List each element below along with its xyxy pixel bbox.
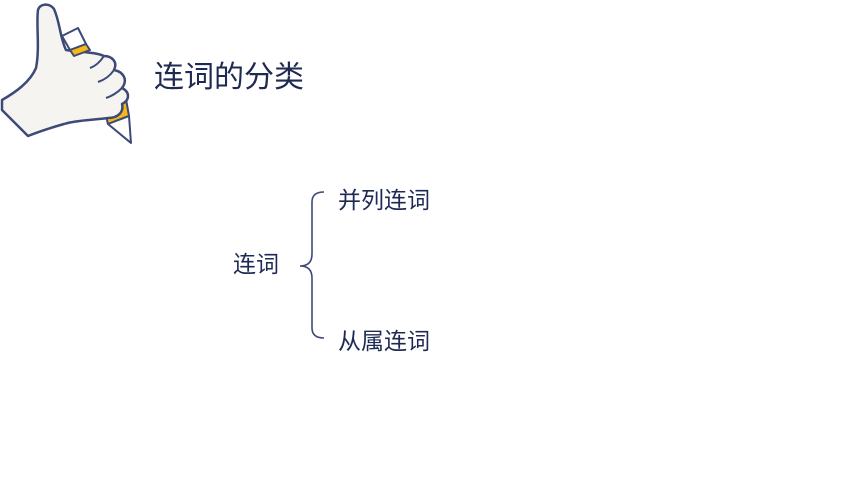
tree-root-label: 连词 bbox=[233, 252, 279, 278]
hand-holding-pencil-icon bbox=[0, 3, 132, 144]
tree-branch-coordinating: 并列连词 bbox=[338, 188, 430, 214]
page-title: 连词的分类 bbox=[154, 60, 304, 95]
tree-branch-subordinating: 从属连词 bbox=[338, 329, 430, 355]
curly-brace bbox=[299, 191, 325, 339]
